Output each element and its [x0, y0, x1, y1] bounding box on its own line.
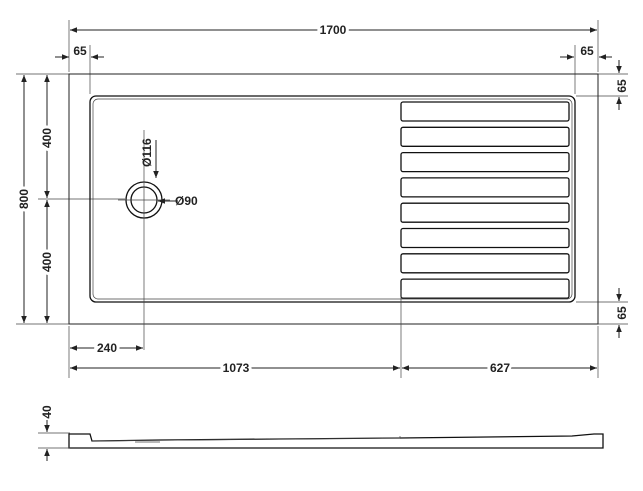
waste-inner-diameter-label: Ø90: [175, 194, 198, 208]
dimension-section-lengths: 1073 627: [70, 290, 599, 378]
flat-section-length-label: 1073: [223, 361, 250, 375]
overall-width-label: 800: [17, 189, 31, 209]
dimension-edge-top-left: 65: [55, 44, 104, 94]
drainage-grooves: [400, 101, 570, 299]
tray-plan-view: [68, 73, 599, 325]
waste-outer-diameter-label: Ø116: [140, 138, 154, 167]
edge-top-left-label: 65: [73, 44, 87, 58]
drainage-groove: [400, 278, 570, 299]
tray-inner-basin-edge: [92, 98, 573, 300]
dimension-overall-length: 1700: [68, 20, 599, 72]
half-width-top-label: 400: [40, 128, 54, 148]
dimension-tray-height: 40: [38, 405, 70, 461]
overall-length-label: 1700: [320, 23, 347, 37]
tray-height-label: 40: [40, 405, 54, 419]
waste-offset-label: 240: [97, 341, 117, 355]
tray-outer-outline: [68, 73, 599, 325]
tray-side-profile: [68, 433, 604, 449]
dimension-edge-right-bottom: 65: [576, 288, 629, 338]
drainage-groove: [400, 253, 570, 274]
dimension-waste-offset: 240: [68, 326, 143, 378]
dimension-edge-top-right: 65: [560, 44, 612, 94]
half-width-bottom-label: 400: [40, 252, 54, 272]
tray-inner-basin: [89, 95, 576, 303]
dimension-overall-width: 800: [14, 73, 70, 325]
dimension-half-widths: 400 400: [37, 75, 125, 323]
edge-top-right-label: 65: [580, 44, 594, 58]
grooved-section-length-label: 627: [490, 361, 510, 375]
edge-right-bottom-label: 65: [615, 306, 629, 320]
drainage-groove: [400, 202, 570, 223]
drainage-groove: [400, 101, 570, 122]
drainage-groove: [400, 151, 570, 173]
drainage-groove: [400, 126, 570, 147]
dimension-edge-right-top: 65: [576, 60, 629, 110]
drainage-groove: [400, 177, 570, 198]
tray-side-elevation: [68, 433, 604, 449]
drainage-groove: [400, 227, 570, 249]
waste-outlet: Ø116 Ø90: [118, 130, 198, 350]
edge-right-top-label: 65: [615, 79, 629, 93]
